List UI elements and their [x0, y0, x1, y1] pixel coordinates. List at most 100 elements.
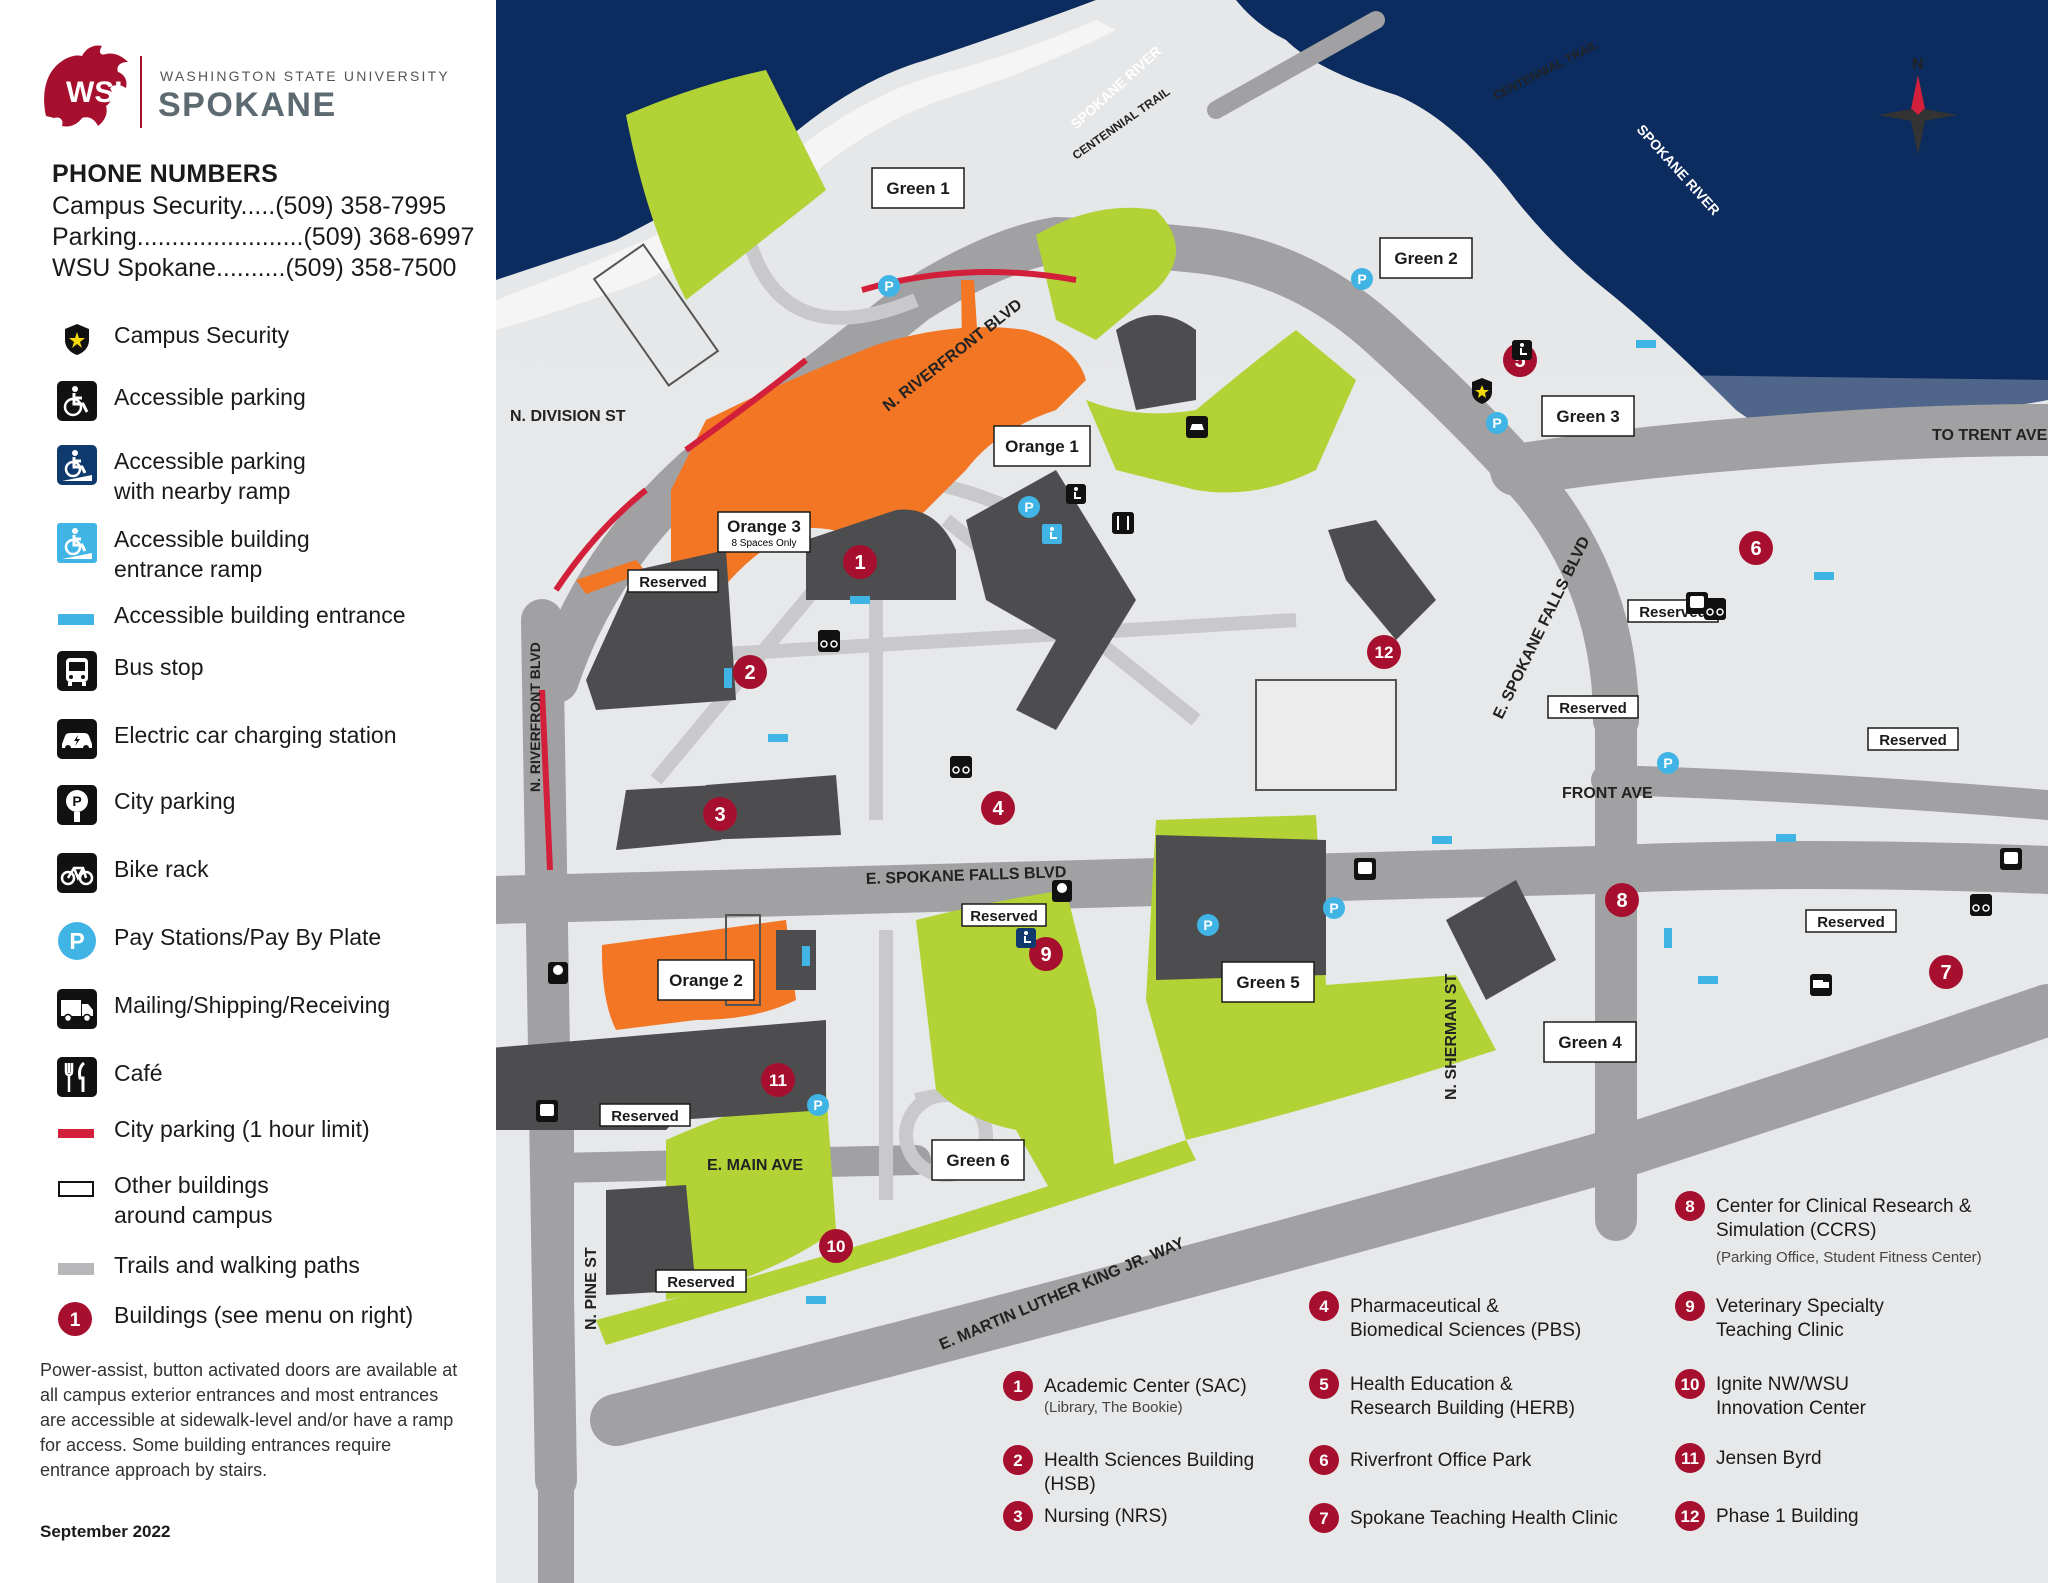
phone-row-parking: Parking........................(509) 368…	[52, 223, 475, 251]
lot-box-green3	[1541, 395, 1635, 437]
menu-item-number: 12	[1681, 1507, 1700, 1526]
lot-box-orange3	[717, 511, 811, 553]
svg-text:P: P	[1663, 755, 1672, 771]
front-ave-road	[1591, 765, 2048, 820]
centennial-trail-ne	[1207, 11, 1385, 119]
phone-label: Parking	[52, 223, 137, 251]
shipping-truck-icon	[1810, 974, 1832, 996]
menu-item-name: Phase 1 Building	[1716, 1506, 1859, 1527]
accessible-parking-icon	[1512, 340, 1532, 360]
pay-station-icon: P	[1486, 412, 1508, 434]
menu-item-name: Center for Clinical Research &	[1716, 1196, 1972, 1217]
lot-box-green4	[1543, 1021, 1637, 1063]
legend-sidebar: WSU WASHINGTON STATE UNIVERSITY SPOKANE …	[0, 0, 496, 1583]
phone-number: (509) 368-6997	[303, 223, 475, 251]
menu-item-name: Jensen Byrd	[1716, 1448, 1822, 1469]
legend-item-campus-security: Campus Security	[56, 318, 486, 362]
accessible-entrances	[724, 340, 1834, 1304]
green-6-lot	[666, 1090, 836, 1300]
spokane-river-east	[1236, 0, 2048, 440]
cafe-icon	[57, 1057, 97, 1097]
svg-text:P: P	[72, 793, 81, 809]
legend-label: Trails and walking paths	[114, 1252, 360, 1278]
pay-station-icon: P	[807, 1094, 829, 1116]
orange-3-lot	[576, 560, 646, 594]
city-parking-limit-lines	[539, 269, 1077, 871]
menu-item-12: 12 Phase 1 Building	[1675, 1501, 1859, 1531]
green-3-lot	[1086, 330, 1356, 493]
pay-station-icon: P	[878, 275, 900, 297]
building-4-pbs	[701, 775, 841, 840]
reserved-label: Reserved	[1559, 700, 1627, 717]
city-parking-limit-line-icon	[58, 1129, 94, 1138]
lot-label-orange3: Orange 3	[727, 517, 801, 536]
building-3-nrs	[616, 785, 721, 850]
menu-item-number: 3	[1013, 1507, 1022, 1526]
shipping-truck-icon	[57, 989, 97, 1029]
reserved-label: Reserved	[667, 1274, 735, 1291]
building-number-1: 1	[854, 552, 865, 574]
bus-icon	[1686, 592, 1708, 614]
menu-item-name: Ignite NW/WSU	[1716, 1374, 1849, 1395]
phone-label: WSU Spokane	[52, 254, 216, 282]
bus-icon	[536, 1100, 558, 1122]
legend-item-shipping: Mailing/Shipping/Receiving	[56, 988, 486, 1032]
parking-meter-icon	[548, 962, 568, 984]
campus-map: SPOKANE RIVER SPOKANE RIVER CENTENNIAL T…	[496, 0, 2048, 1583]
road-label-front: FRONT AVE	[1562, 785, 1653, 802]
legend-label: Bike rack	[114, 856, 209, 882]
green-1-lot	[626, 70, 826, 300]
road-label-riverfront-side: N. RIVERFRONT BLVD	[527, 642, 543, 792]
building-number-2: 2	[744, 662, 755, 684]
reserved-label: Reserved	[639, 574, 707, 591]
building-number-4: 4	[992, 798, 1004, 820]
bus-icon	[2000, 848, 2022, 870]
lot-box-green6	[931, 1139, 1025, 1181]
building-number-icon: 1	[58, 1302, 92, 1336]
legend-item-city-parking: P City parking	[56, 784, 486, 828]
phone-number: (509) 358-7500	[285, 254, 457, 282]
facility-icons: P P P P P P P P	[536, 268, 2022, 1122]
building-6-riverfront	[1328, 520, 1436, 640]
lot-box-orange2	[657, 959, 755, 1001]
menu-item-sub: (Parking Office, Student Fitness Center)	[1716, 1249, 1982, 1266]
phone-row-wsu-spokane: WSU Spokane..........(509) 358-7500	[52, 254, 457, 282]
lot-box-green2	[1379, 237, 1473, 279]
building-number-3: 3	[714, 804, 725, 826]
svg-text:P: P	[69, 928, 84, 954]
reserved-label: Reserved	[1879, 732, 1947, 749]
other-building-outline	[592, 243, 720, 387]
reserved-label: Reserved	[1817, 914, 1885, 931]
building-number-9: 9	[1040, 944, 1051, 966]
menu-item-number: 7	[1319, 1509, 1328, 1528]
legend-item-trails: Trails and walking paths	[56, 1248, 486, 1292]
menu-item-number: 10	[1681, 1375, 1700, 1394]
phone-row-security: Campus Security.....(509) 358-7995	[52, 192, 447, 220]
legend-item-bus-stop: Bus stop	[56, 650, 486, 694]
road-label-pine: N. PINE ST	[583, 1247, 600, 1330]
bike-rack-icon	[57, 853, 97, 893]
cafe-icon	[1112, 512, 1134, 534]
legend-label: Electric car charging station	[114, 722, 397, 748]
svg-text:P: P	[1329, 900, 1338, 916]
logo-campus-name: SPOKANE	[158, 86, 337, 124]
accessible-parking-icon	[1066, 484, 1086, 504]
parking-meter-icon	[1052, 880, 1072, 902]
legend-item-ev-charging: Electric car charging station	[56, 718, 486, 762]
menu-item-name: Pharmaceutical &	[1350, 1296, 1499, 1317]
building-number-7: 7	[1940, 962, 1951, 984]
security-badge-icon	[65, 324, 89, 355]
accessibility-note: Power-assist, button activated doors are…	[40, 1360, 458, 1480]
menu-item-name: Spokane Teaching Health Clinic	[1350, 1508, 1618, 1529]
legend-label: City parking	[114, 788, 236, 814]
bike-rack-icon	[1704, 598, 1726, 620]
menu-item-name: Academic Center (SAC)	[1044, 1376, 1247, 1397]
lot-label-green4: Green 4	[1558, 1033, 1622, 1052]
legend-item-city-parking-limit: City parking (1 hour limit)	[56, 1112, 486, 1156]
road-label-trent: TO TRENT AVE	[1932, 427, 2048, 444]
